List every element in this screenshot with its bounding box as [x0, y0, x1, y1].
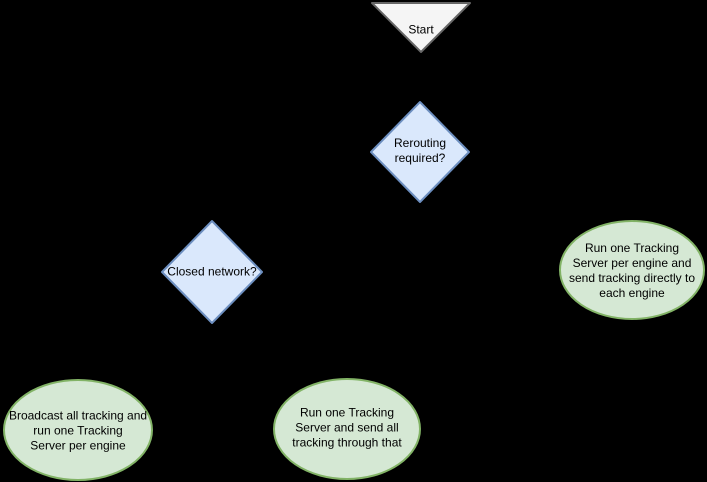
start-node-shape: [371, 2, 471, 53]
broadcast-all-tracking-label: Broadcast all tracking and run one Track…: [8, 408, 148, 453]
closed-network-decision-shape: [161, 220, 263, 324]
closed-network-decision-label: Closed network?: [167, 264, 257, 279]
broadcast-all-tracking-shape: [3, 379, 153, 481]
rerouting-decision-label: Rerouting required?: [393, 136, 447, 165]
start-node-label: Start: [408, 22, 434, 37]
run-per-engine-direct-label: Run one Tracking Server per engine and s…: [568, 241, 696, 300]
run-per-engine-direct-shape: [559, 220, 705, 320]
single-tracking-server-label: Run one Tracking Server and send all tra…: [292, 405, 402, 450]
rerouting-decision-shape: [370, 101, 470, 203]
single-tracking-server-shape: [273, 378, 421, 480]
